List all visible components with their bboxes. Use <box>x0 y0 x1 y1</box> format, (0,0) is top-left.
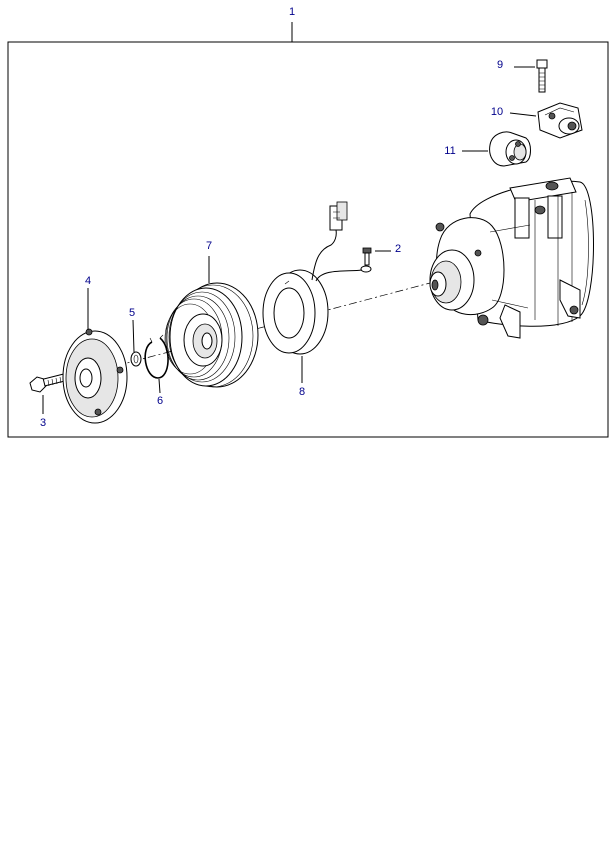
callout-8[interactable]: 8 <box>299 386 305 398</box>
callout-5[interactable]: 5 <box>129 307 135 319</box>
control-valve[interactable] <box>489 131 531 167</box>
bolt[interactable] <box>29 373 67 393</box>
callout-6[interactable]: 6 <box>157 395 163 407</box>
coil-lead-wire[interactable] <box>311 201 372 282</box>
callout-10[interactable]: 10 <box>491 106 503 118</box>
callout-3[interactable]: 3 <box>40 417 46 429</box>
clutch-hub[interactable] <box>62 328 128 424</box>
callout-11[interactable]: 11 <box>444 145 455 157</box>
callout-4[interactable]: 4 <box>85 275 91 287</box>
callout-2[interactable]: 2 <box>395 243 401 255</box>
shim[interactable] <box>130 351 142 367</box>
callout-1[interactable]: 1 <box>289 6 295 18</box>
cap-screw[interactable] <box>536 59 548 93</box>
snap-ring[interactable] <box>144 334 169 379</box>
ground-screw[interactable] <box>362 247 372 266</box>
assembly-frame <box>7 41 609 438</box>
callout-7[interactable]: 7 <box>206 240 212 252</box>
pulley[interactable] <box>164 282 259 388</box>
field-coil[interactable] <box>262 269 329 355</box>
callout-9[interactable]: 9 <box>497 59 503 71</box>
mounting-bracket[interactable] <box>537 102 583 139</box>
compressor-body[interactable] <box>429 177 594 339</box>
